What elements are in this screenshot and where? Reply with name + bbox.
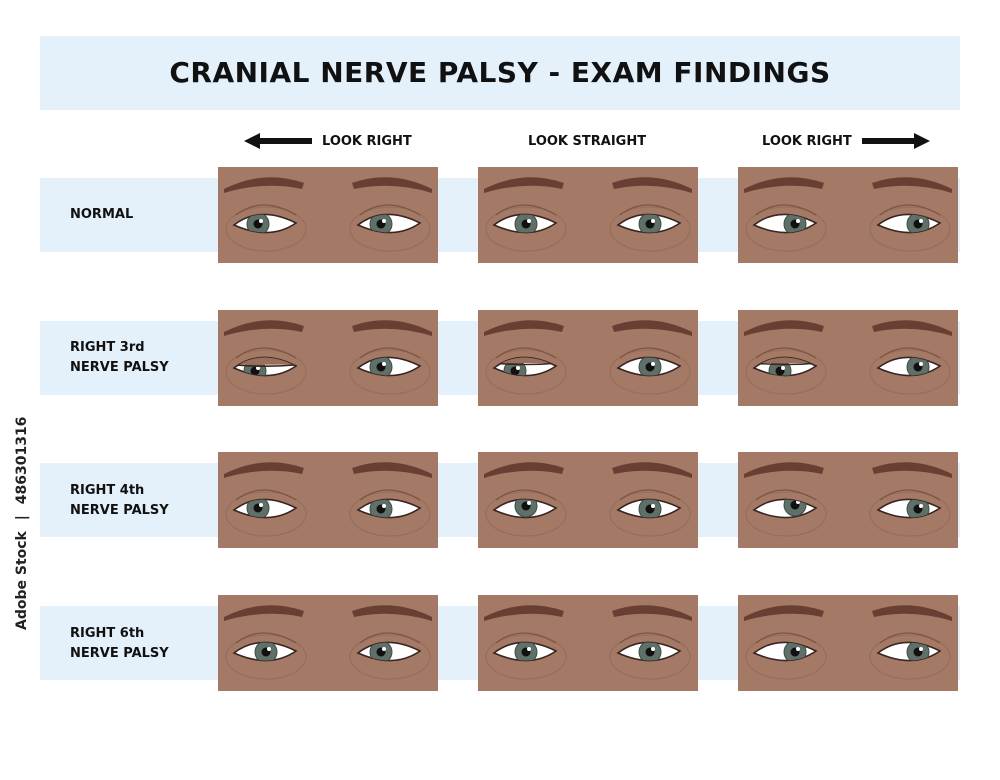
eye-panel-6th-palsy-look-right-left: [218, 595, 438, 691]
eye-panel-6th-palsy-look-straight: [478, 595, 698, 691]
right-eyebrow: [224, 320, 304, 336]
right-eye: [485, 632, 567, 680]
left-eyebrow: [612, 462, 692, 478]
right-eye: [225, 204, 307, 252]
right-eye: [485, 489, 567, 537]
right-eye: [745, 204, 827, 252]
right-eyebrow: [744, 605, 824, 621]
right-eyebrow: [224, 605, 304, 621]
left-eye: [869, 632, 951, 680]
eye-panel-normal-look-right-right: [738, 167, 958, 263]
eye-panel-4th-palsy-look-right-right: [738, 452, 958, 548]
left-eye: [609, 347, 691, 395]
column-header-look-right-left: LOOK RIGHT: [244, 131, 412, 151]
left-eyebrow: [872, 177, 952, 193]
stock-brand: Adobe Stock: [14, 531, 30, 630]
left-eye: [869, 347, 951, 395]
eye-panel-6th-palsy-look-right-right: [738, 595, 958, 691]
row-label-4th: RIGHT 4th NERVE PALSY: [70, 481, 169, 521]
left-eyebrow: [872, 462, 952, 478]
left-eyebrow: [352, 605, 432, 621]
row-label-line: NERVE PALSY: [70, 360, 169, 375]
eye-panel-3rd-palsy-look-right-left: [218, 310, 438, 406]
right-eye: [225, 347, 307, 395]
left-eyebrow: [872, 605, 952, 621]
column-header-label: LOOK RIGHT: [762, 133, 852, 149]
row-label-line: RIGHT 3rd: [70, 340, 145, 355]
left-eyebrow: [612, 177, 692, 193]
right-eye: [745, 632, 827, 680]
left-eyebrow: [352, 320, 432, 336]
column-header-label: LOOK RIGHT: [322, 133, 412, 149]
left-eye: [869, 489, 951, 537]
left-eyebrow: [352, 177, 432, 193]
eye-panel-4th-palsy-look-straight: [478, 452, 698, 548]
stock-id: 486301316: [14, 416, 30, 505]
left-eye: [609, 489, 691, 537]
left-eye: [609, 632, 691, 680]
eye-panel-3rd-palsy-look-right-right: [738, 310, 958, 406]
right-eyebrow: [224, 177, 304, 193]
right-eyebrow: [744, 177, 824, 193]
eye-panel-normal-look-right-left: [218, 167, 438, 263]
eye-panel-normal-look-straight: [478, 167, 698, 263]
right-eyebrow: [484, 605, 564, 621]
right-eye: [485, 347, 567, 395]
right-eye: [225, 632, 307, 680]
right-eyebrow: [744, 462, 824, 478]
row-label-line: RIGHT 4th: [70, 483, 145, 498]
stock-watermark: Adobe Stock | 486301316: [14, 416, 30, 630]
eye-panel-3rd-palsy-look-straight: [478, 310, 698, 406]
right-arrow-icon: [861, 133, 930, 149]
row-label-line: RIGHT 6th: [70, 626, 145, 641]
left-arrow-icon: [244, 133, 312, 149]
right-eyebrow: [224, 462, 304, 478]
left-eyebrow: [612, 605, 692, 621]
column-header-label: LOOK STRAIGHT: [528, 133, 647, 149]
row-label-6th: RIGHT 6th NERVE PALSY: [70, 624, 169, 664]
right-eye: [745, 489, 827, 537]
left-eyebrow: [612, 320, 692, 336]
left-eye: [349, 489, 431, 537]
left-eyebrow: [872, 320, 952, 336]
column-header-look-straight: LOOK STRAIGHT: [528, 131, 646, 151]
title-banner: CRANIAL NERVE PALSY - EXAM FINDINGS: [40, 36, 960, 110]
row-label-line: NORMAL: [70, 207, 134, 222]
row-label-line: NERVE PALSY: [70, 503, 169, 518]
right-eye: [225, 489, 307, 537]
left-eye: [609, 204, 691, 252]
right-eye: [745, 347, 827, 395]
row-label-line: NERVE PALSY: [70, 646, 169, 661]
right-eyebrow: [484, 320, 564, 336]
left-eye: [349, 632, 431, 680]
left-eye: [349, 347, 431, 395]
right-eyebrow: [744, 320, 824, 336]
right-eyebrow: [484, 462, 564, 478]
right-eyebrow: [484, 177, 564, 193]
column-header-look-right-right: LOOK RIGHT: [762, 131, 930, 151]
right-eye: [485, 204, 567, 252]
row-label-normal: NORMAL: [70, 205, 133, 225]
row-label-3rd: RIGHT 3rd NERVE PALSY: [70, 338, 169, 378]
left-eye: [869, 204, 951, 252]
left-eyebrow: [352, 462, 432, 478]
page-title: CRANIAL NERVE PALSY - EXAM FINDINGS: [169, 56, 831, 89]
left-eye: [349, 204, 431, 252]
eye-panel-4th-palsy-look-right-left: [218, 452, 438, 548]
